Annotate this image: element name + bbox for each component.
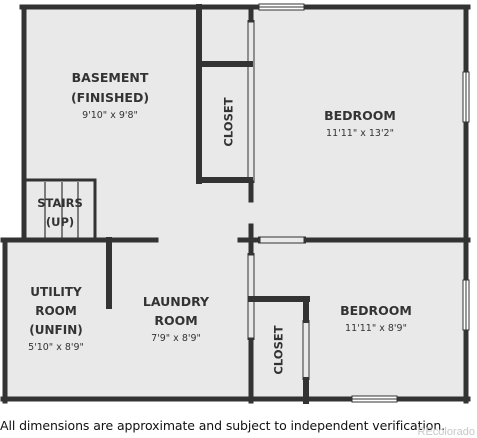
room-name: BASEMENT	[72, 70, 149, 85]
room-name: STAIRS	[37, 196, 83, 210]
room-name: (UNFIN)	[29, 323, 82, 337]
room-name: (UP)	[46, 215, 74, 229]
floor-plan: BASEMENT (FINISHED) 9'10" x 9'8" BEDROOM…	[0, 3, 471, 404]
closet-label: CLOSET	[222, 97, 236, 146]
room-name: BEDROOM	[324, 108, 396, 123]
room-name: LAUNDRY	[143, 294, 210, 309]
room-name: ROOM	[154, 313, 197, 328]
windows	[258, 3, 470, 403]
room-dimensions: 7'9" x 8'9"	[151, 333, 201, 344]
room-dimensions: 11'11" x 8'9"	[345, 323, 407, 334]
doors	[247, 20, 310, 380]
closet-label: CLOSET	[272, 325, 286, 374]
room-name: UTILITY	[30, 285, 82, 299]
room-dimensions: 11'11" x 13'2"	[326, 128, 394, 139]
room-dimensions: 5'10" x 8'9"	[28, 342, 84, 353]
stairs	[44, 182, 79, 238]
watermark: REcolorado	[417, 426, 475, 438]
room-name: BEDROOM	[340, 303, 412, 318]
disclaimer-text: All dimensions are approximate and subje…	[0, 418, 446, 433]
room-dimensions: 9'10" x 9'8"	[82, 110, 138, 121]
floor-area	[5, 9, 466, 399]
room-name: ROOM	[35, 304, 77, 318]
room-name: (FINISHED)	[71, 90, 149, 105]
